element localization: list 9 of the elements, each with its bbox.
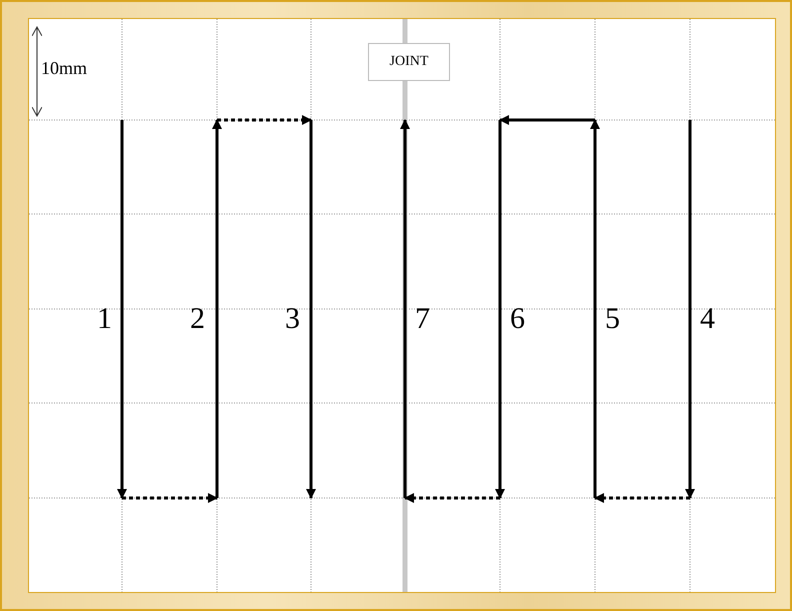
dimension-label: 10mm — [41, 58, 88, 79]
path-number: 4 — [700, 302, 715, 336]
label-box: JOINT — [368, 43, 450, 81]
path-number: 5 — [605, 302, 620, 336]
path-number: 3 — [285, 302, 300, 336]
path-number: 7 — [415, 302, 430, 336]
path-number: 1 — [97, 302, 112, 336]
path-number: 2 — [190, 302, 205, 336]
path-number: 6 — [510, 302, 525, 336]
